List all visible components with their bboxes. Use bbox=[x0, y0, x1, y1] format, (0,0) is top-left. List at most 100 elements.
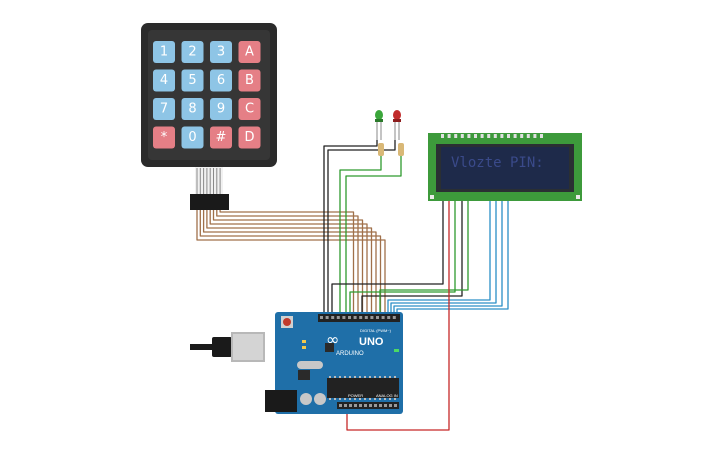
lcd-wire[interactable] bbox=[361, 201, 463, 314]
reset-button[interactable] bbox=[283, 318, 291, 326]
red-led[interactable] bbox=[393, 110, 404, 156]
digital-pin[interactable] bbox=[359, 316, 363, 319]
lcd-wire[interactable] bbox=[349, 201, 456, 314]
digital-pin[interactable] bbox=[348, 316, 351, 319]
bottom-pin[interactable] bbox=[359, 404, 362, 407]
keypad-key-3[interactable]: 3 bbox=[210, 41, 232, 63]
bottom-pin[interactable] bbox=[369, 404, 372, 407]
red-led-resistor[interactable] bbox=[398, 143, 404, 156]
bottom-pin[interactable] bbox=[389, 404, 392, 407]
lcd-mount bbox=[430, 195, 434, 199]
keypad-key-1[interactable]: 1 bbox=[153, 41, 175, 63]
lcd-data-wire[interactable] bbox=[396, 201, 509, 314]
keypad-wire[interactable] bbox=[196, 210, 386, 314]
keypad-key-9[interactable]: 9 bbox=[210, 98, 232, 120]
keypad-key-7[interactable]: 7 bbox=[153, 98, 175, 120]
digital-pin[interactable] bbox=[336, 316, 340, 319]
bottom-pin[interactable] bbox=[349, 404, 352, 407]
bottom-pin[interactable] bbox=[379, 404, 382, 407]
keypad-key-C[interactable]: C bbox=[238, 98, 261, 120]
bottom-pin[interactable] bbox=[339, 404, 342, 407]
keypad-key-face[interactable] bbox=[238, 126, 261, 149]
bottom-header[interactable] bbox=[337, 402, 399, 409]
red-led-wire[interactable] bbox=[345, 156, 402, 314]
lcd-wire[interactable] bbox=[379, 201, 469, 314]
keypad-key-B[interactable]: B bbox=[238, 69, 261, 92]
lcd-data-wire[interactable] bbox=[387, 201, 491, 314]
keypad-key-6[interactable]: 6 bbox=[210, 69, 232, 92]
digital-pin[interactable] bbox=[376, 316, 379, 319]
keypad-key-face[interactable] bbox=[153, 41, 175, 63]
digital-pin[interactable] bbox=[325, 316, 329, 319]
bottom-pin[interactable] bbox=[354, 404, 357, 407]
keypad-key-face[interactable] bbox=[238, 69, 261, 92]
keypad-key-label: * bbox=[161, 130, 168, 145]
keypad-key-face[interactable] bbox=[181, 69, 204, 92]
keypad-key-5[interactable]: 5 bbox=[181, 69, 204, 92]
bottom-pin[interactable] bbox=[364, 404, 367, 407]
lcd-module[interactable]: Vlozte PIN: bbox=[428, 133, 582, 201]
bottom-pin[interactable] bbox=[344, 404, 347, 407]
keypad-key-face[interactable] bbox=[153, 69, 175, 92]
keypad-wire[interactable] bbox=[219, 210, 355, 314]
keypad-key-*[interactable]: * bbox=[153, 126, 175, 149]
digital-header[interactable] bbox=[318, 314, 400, 322]
keypad-key-face[interactable] bbox=[210, 98, 232, 120]
led-ground-wire[interactable] bbox=[323, 140, 378, 314]
digital-pin[interactable] bbox=[353, 316, 357, 319]
keypad-wire[interactable] bbox=[206, 210, 373, 314]
keypad-wire[interactable] bbox=[212, 210, 364, 314]
keypad-key-A[interactable]: A bbox=[238, 41, 261, 63]
keypad-key-face[interactable] bbox=[210, 41, 232, 63]
keypad-wire[interactable] bbox=[202, 210, 377, 314]
power-jack[interactable] bbox=[265, 390, 297, 412]
keypad-key-face[interactable] bbox=[181, 126, 204, 149]
keypad-wire[interactable] bbox=[216, 210, 359, 314]
keypad-key-face[interactable] bbox=[153, 126, 175, 149]
digital-pin[interactable] bbox=[387, 316, 391, 319]
lcd-pin bbox=[493, 134, 497, 138]
digital-pin[interactable] bbox=[364, 316, 368, 319]
digital-pin[interactable] bbox=[331, 316, 335, 319]
keypad-key-face[interactable] bbox=[153, 98, 175, 120]
keypad-wire[interactable] bbox=[209, 210, 368, 314]
lcd-pin bbox=[540, 134, 543, 138]
keypad-key-8[interactable]: 8 bbox=[181, 98, 204, 120]
keypad-key-D[interactable]: D bbox=[238, 126, 261, 149]
lcd-wire[interactable] bbox=[331, 201, 444, 314]
keypad-key-face[interactable] bbox=[238, 41, 261, 63]
keypad-key-#[interactable]: # bbox=[210, 126, 232, 149]
keypad-key-face[interactable] bbox=[181, 41, 204, 63]
keypad-key-face[interactable] bbox=[210, 126, 232, 149]
bottom-pin[interactable] bbox=[394, 404, 397, 407]
lcd-data-wire[interactable] bbox=[393, 201, 503, 314]
keypad-key-4[interactable]: 4 bbox=[153, 69, 175, 92]
power-wire[interactable] bbox=[346, 201, 450, 431]
chip-pin bbox=[364, 376, 366, 378]
keypad-key-face[interactable] bbox=[238, 98, 261, 120]
green-led-resistor[interactable] bbox=[378, 143, 384, 156]
led-group[interactable] bbox=[375, 110, 404, 156]
keypad-key-face[interactable] bbox=[210, 69, 232, 92]
keypad-connector[interactable] bbox=[190, 194, 229, 210]
bottom-pin[interactable] bbox=[384, 404, 387, 407]
keypad-key-2[interactable]: 2 bbox=[181, 41, 204, 63]
arduino-uno[interactable]: DIGITAL (PWM~) ∞ ARDUINO UNO POWER ANALO… bbox=[190, 312, 403, 414]
keypad-key-0[interactable]: 0 bbox=[181, 126, 204, 149]
green-led-body[interactable] bbox=[375, 110, 383, 120]
green-led[interactable] bbox=[375, 110, 384, 156]
green-led-wire[interactable] bbox=[339, 156, 382, 314]
digital-pin[interactable] bbox=[381, 316, 385, 319]
keypad-wire[interactable] bbox=[199, 210, 382, 314]
lcd-data-wire[interactable] bbox=[390, 201, 497, 314]
digital-pin[interactable] bbox=[370, 316, 374, 319]
digital-pin[interactable] bbox=[320, 316, 323, 319]
led-ground-wire[interactable] bbox=[327, 140, 396, 314]
keypad-key-face[interactable] bbox=[181, 98, 204, 120]
digital-pin[interactable] bbox=[392, 316, 396, 319]
digital-pin[interactable] bbox=[342, 316, 346, 319]
red-led-body[interactable] bbox=[393, 110, 401, 120]
bottom-pin[interactable] bbox=[374, 404, 377, 407]
